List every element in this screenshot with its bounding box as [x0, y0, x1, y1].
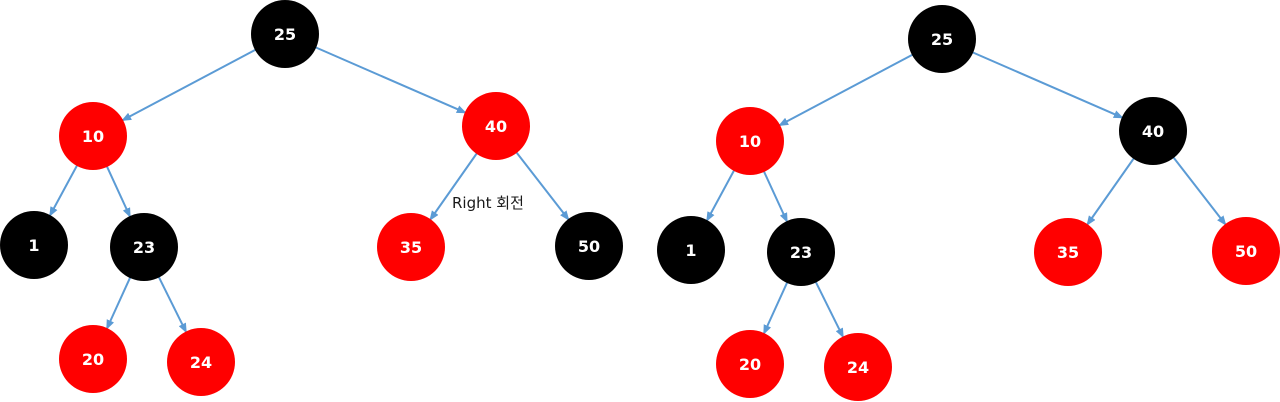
edge-after-25-to-10	[778, 52, 916, 127]
node-after-35: 35	[1034, 218, 1102, 286]
tree-before-rotation: 25 10 40 1 23 35 50 20 24	[0, 0, 623, 396]
node-before-23: 23	[110, 213, 178, 281]
node-label: 23	[790, 243, 812, 262]
edge-before-40-to-35	[429, 149, 480, 221]
node-after-40: 40	[1119, 97, 1187, 165]
edge-before-10-to-23	[104, 162, 132, 218]
edge-after-23-to-20	[762, 278, 790, 335]
tree-after-edges	[705, 50, 1227, 339]
node-circle-black	[251, 0, 319, 68]
edge-before-40-to-50	[513, 149, 570, 221]
edge-before-23-to-20	[105, 273, 133, 330]
tree-after-nodes: 25 10 40 1 23 35 50 20 24	[657, 5, 1280, 401]
node-label: 1	[685, 241, 696, 260]
node-label: 24	[190, 353, 212, 372]
node-circle-red	[1034, 218, 1102, 286]
node-before-24: 24	[167, 328, 235, 396]
node-label: 1	[28, 236, 39, 255]
node-after-25: 25	[908, 5, 976, 73]
node-circle-black	[0, 211, 68, 279]
edge-after-10-to-23	[761, 167, 789, 223]
node-label: 25	[274, 25, 296, 44]
node-label: 35	[1057, 243, 1079, 262]
node-before-1: 1	[0, 211, 68, 279]
node-before-50: 50	[555, 212, 623, 280]
node-circle-black	[1119, 97, 1187, 165]
node-after-20: 20	[716, 330, 784, 398]
node-label: 20	[82, 350, 104, 369]
edge-before-23-to-24	[156, 273, 188, 334]
node-circle-red	[377, 213, 445, 281]
node-label: 10	[739, 132, 761, 151]
edge-after-23-to-24	[813, 278, 845, 339]
node-label: 40	[485, 117, 507, 136]
node-after-24: 24	[824, 333, 892, 401]
node-label: 50	[1235, 242, 1257, 261]
node-circle-black	[908, 5, 976, 73]
tree-before-edges	[48, 45, 570, 334]
node-circle-red	[824, 333, 892, 401]
node-before-20: 20	[59, 325, 127, 393]
node-circle-red	[716, 107, 784, 175]
node-circle-black	[767, 218, 835, 286]
node-after-50: 50	[1212, 217, 1280, 285]
node-circle-red	[167, 328, 235, 396]
node-circle-red	[59, 102, 127, 170]
node-before-10: 10	[59, 102, 127, 170]
node-label: 20	[739, 355, 761, 374]
node-after-23: 23	[767, 218, 835, 286]
node-after-1: 1	[657, 216, 725, 284]
tree-before-nodes: 25 10 40 1 23 35 50 20 24	[0, 0, 623, 396]
node-before-35: 35	[377, 213, 445, 281]
node-label: 50	[578, 237, 600, 256]
edge-before-25-to-40	[312, 45, 467, 114]
node-label: 40	[1142, 122, 1164, 141]
node-label: 35	[400, 238, 422, 257]
edge-after-40-to-35	[1086, 154, 1137, 226]
node-circle-black	[110, 213, 178, 281]
node-label: 24	[847, 358, 869, 377]
node-circle-black	[555, 212, 623, 280]
node-circle-red	[716, 330, 784, 398]
edge-before-25-to-10	[121, 47, 259, 122]
tree-after-rotation: 25 10 40 1 23 35 50 20 24	[657, 5, 1280, 401]
node-label: 23	[133, 238, 155, 257]
node-circle-black	[657, 216, 725, 284]
node-circle-red	[59, 325, 127, 393]
node-before-25: 25	[251, 0, 319, 68]
node-before-40: 40	[462, 92, 530, 160]
edge-after-25-to-40	[969, 50, 1124, 119]
rotation-annotation: Right 회전	[452, 194, 524, 212]
node-circle-red	[1212, 217, 1280, 285]
edge-after-40-to-50	[1170, 154, 1227, 226]
node-label: 10	[82, 127, 104, 146]
node-circle-red	[462, 92, 530, 160]
edge-after-10-to-1	[705, 166, 737, 222]
edge-before-10-to-1	[48, 161, 80, 217]
node-after-10: 10	[716, 107, 784, 175]
node-label: 25	[931, 30, 953, 49]
